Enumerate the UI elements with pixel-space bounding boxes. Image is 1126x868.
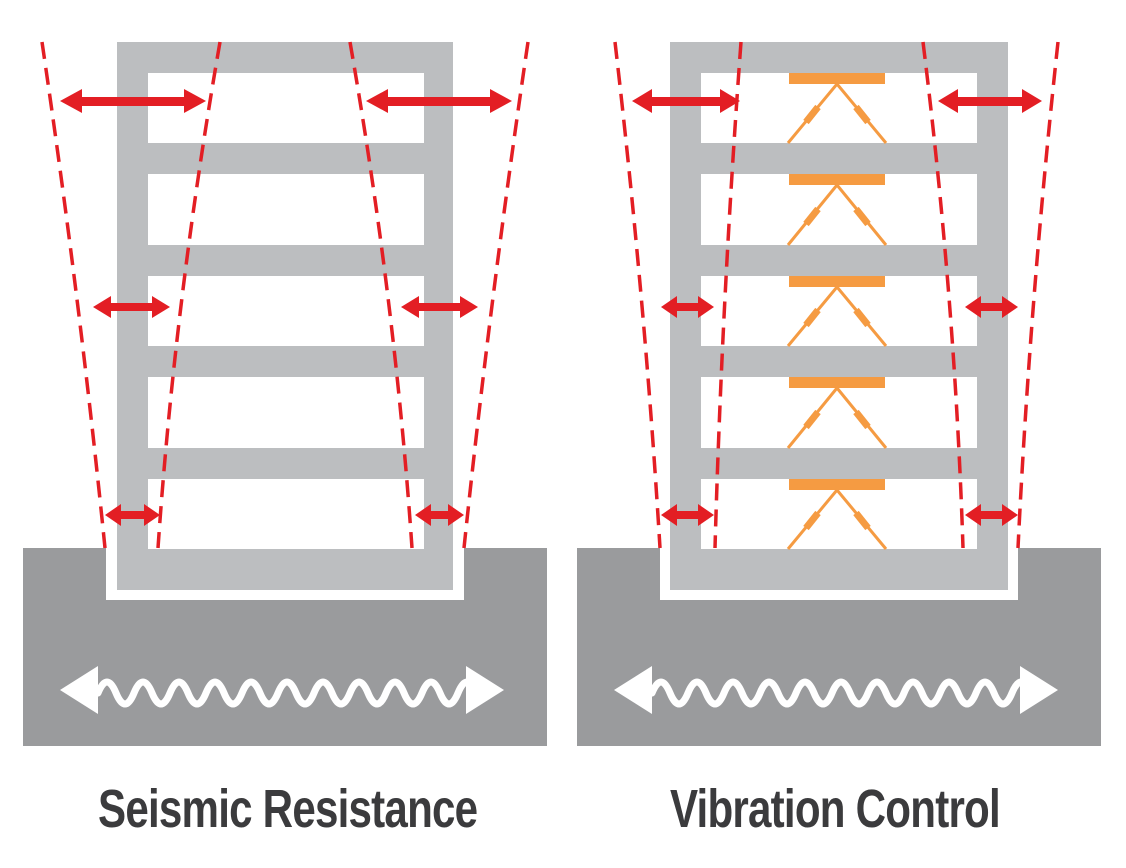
dampers [786,73,888,550]
damper-icon [786,73,888,144]
sway-arrows [632,89,1042,526]
deflection-line [1016,41,1060,549]
damper-icon [786,276,888,347]
deflection-line [40,41,107,549]
sway-arrow-icon [366,89,512,113]
sway-arrow-icon [661,504,714,526]
sway-arrow-icon [661,296,714,318]
ground-motion-arrow-icon [614,666,1058,714]
ground-motion-arrow-icon [60,666,504,714]
sway-arrow-icon [965,296,1018,318]
caption-vibration-control: Vibration Control [670,779,1001,839]
sway-arrow-icon [93,296,170,318]
sway-arrow-icon [105,504,160,526]
sway-arrow-icon [938,89,1042,113]
deflection-line [613,41,662,549]
panel-vibration-control [577,41,1101,746]
panel-seismic-resistance [23,41,547,746]
sway-arrow-icon [401,296,478,318]
damper-icon [786,479,888,550]
sway-arrows [60,89,512,526]
sway-arrow-icon [60,89,206,113]
sway-arrow-icon [632,89,740,113]
damper-icon [786,174,888,246]
damper-icon [786,377,888,449]
sway-arrow-icon [965,504,1018,526]
deflection-line [462,41,530,549]
sway-arrow-icon [415,504,464,526]
caption-seismic-resistance: Seismic Resistance [98,779,478,839]
